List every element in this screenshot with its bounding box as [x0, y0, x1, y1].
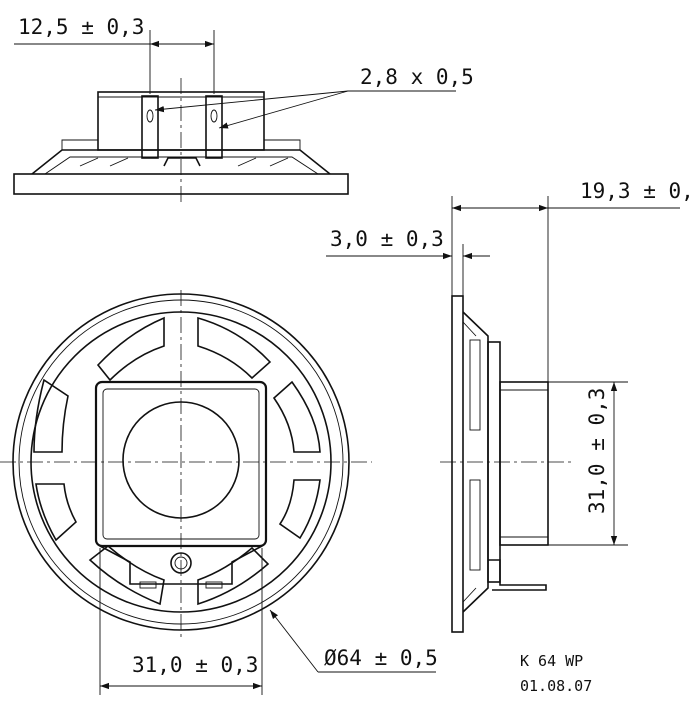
top-view-flange [13, 173, 349, 195]
magnet-width-label: 31,0 ± 0,3 [132, 653, 258, 677]
magnet-height-label: 31,0 ± 0,3 [585, 388, 609, 514]
terminal-spacing-label: 12,5 ± 0,3 [18, 15, 144, 39]
top-view-terminal-left [141, 95, 159, 159]
part-number: K 64 WP [520, 652, 583, 670]
outer-rim-inner [18, 299, 344, 625]
magnet-width-dimension: 31,0 ± 0,3 [99, 548, 263, 695]
terminal-size-label: 2,8 x 0,5 [360, 65, 474, 89]
basket-ring [30, 311, 332, 613]
flange-thickness-label: 3,0 ± 0,3 [330, 227, 444, 251]
top-view [13, 78, 349, 205]
outer-diameter-label: Ø64 ± 0,5 [324, 646, 438, 670]
side-view-magnet [499, 381, 549, 546]
drawing-date: 01.08.07 [520, 677, 592, 695]
outer-diameter-callout: Ø64 ± 0,5 [269, 609, 438, 673]
flange-thickness-dimension: 3,0 ± 0,3 [326, 227, 490, 296]
total-depth-label: 19,3 ± 0,3 [580, 179, 689, 203]
side-view-flange [451, 295, 464, 633]
vent-hole [170, 552, 192, 574]
terminal-spacing-dimension: 12,5 ± 0,3 [14, 15, 215, 94]
total-depth-dimension: 19,3 ± 0,3 [451, 179, 689, 382]
side-view [440, 295, 575, 633]
outer-rim [12, 293, 350, 631]
top-view-terminal-right [205, 95, 223, 159]
magnet-square [94, 380, 268, 548]
top-view-magnet [97, 91, 265, 151]
magnet-height-dimension: 31,0 ± 0,3 [548, 381, 628, 546]
front-view [0, 290, 372, 640]
terminal-size-callout: 2,8 x 0,5 [154, 65, 474, 129]
side-view-terminal [488, 559, 547, 591]
terminal-block [99, 545, 263, 585]
basket-windows [33, 316, 321, 606]
dust-cap [122, 401, 240, 519]
